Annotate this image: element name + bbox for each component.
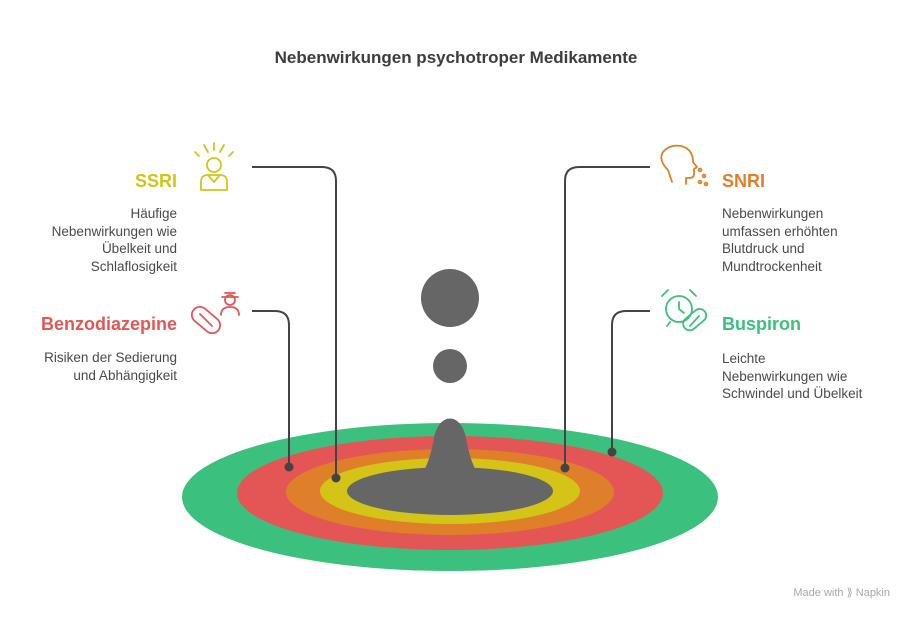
page-title: Nebenwirkungen psychotroper Medikamente — [274, 48, 638, 67]
connector-snri — [564, 166, 650, 468]
droplet-large — [421, 269, 479, 327]
pill-person-icon — [190, 292, 240, 335]
buspiron-description: Leichte Nebenwirkungen wie Schwindel und… — [722, 350, 862, 403]
ssri-description-line: Schlaflosigkeit — [90, 258, 177, 274]
buspiron-description-line: Nebenwirkungen wie — [722, 368, 848, 384]
ssri-heading: SSRI — [134, 171, 177, 191]
benzodiazepine-description-line: und Abhängigkeit — [73, 367, 177, 383]
snri-description-line: Blutdruck und — [722, 241, 805, 256]
connector-dot-buspiron — [607, 447, 617, 457]
snri-description-line: umfassen erhöhten — [722, 223, 838, 239]
ssri-description: Häufige Nebenwirkungen wie Übelkeit und … — [52, 205, 177, 275]
head-breath-icon — [660, 144, 709, 187]
snri-description: Nebenwirkungen umfassen erhöhten Blutdru… — [722, 205, 838, 275]
connector-benzodiazepine — [252, 310, 290, 467]
snri-description-line: Nebenwirkungen — [722, 206, 824, 221]
buspiron-heading: Buspiron — [722, 314, 801, 334]
droplet-small — [433, 349, 467, 383]
connector-dot-benzodiazepine — [284, 462, 294, 472]
connector-ssri — [252, 166, 337, 478]
benzodiazepine-description-line: Risiken der Sedierung — [44, 350, 177, 365]
buspiron-description-line: Schwindel und Übelkeit — [722, 386, 863, 401]
connector-buspiron — [611, 310, 650, 452]
napkin-watermark: Made with ⟫ Napkin — [793, 587, 890, 599]
snri-description-line: Mundtrockenheit — [722, 258, 822, 274]
connector-dot-ssri — [331, 473, 341, 483]
stressed-person-icon — [194, 142, 234, 191]
ssri-description-line: Übelkeit und — [101, 241, 177, 256]
ssri-description-line: Häufige — [130, 206, 177, 221]
connector-dot-snri — [560, 463, 570, 473]
buspiron-description-line: Leichte — [722, 351, 766, 366]
snri-heading: SNRI — [722, 171, 766, 191]
benzodiazepine-description: Risiken der Sedierung und Abhängigkeit — [44, 349, 177, 384]
benzodiazepine-heading: Benzodiazepine — [40, 314, 177, 334]
splash-peak — [392, 418, 508, 494]
ssri-description-line: Nebenwirkungen wie — [51, 223, 177, 239]
alarm-clock-pill-icon — [661, 289, 708, 332]
